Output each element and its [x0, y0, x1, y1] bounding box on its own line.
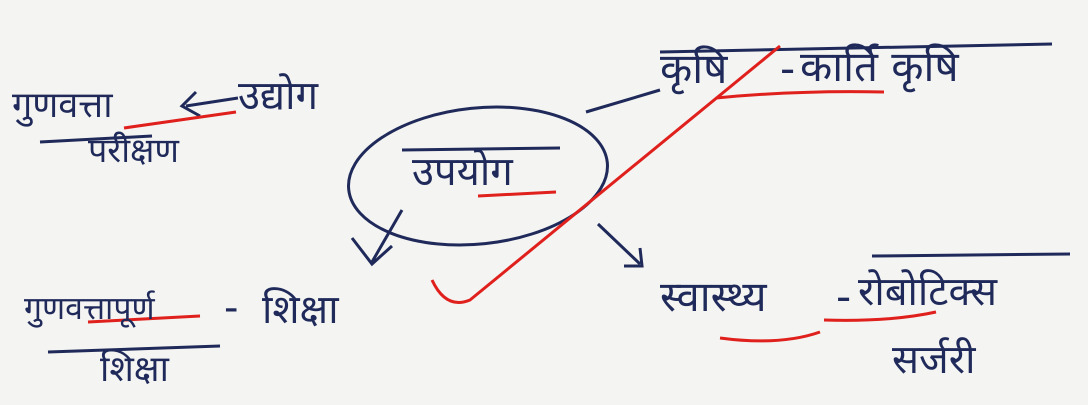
red-underline-industry — [123, 110, 237, 130]
red-check-mark — [430, 44, 781, 304]
agriculture-overline — [659, 42, 1053, 54]
health-detail: रोबोटिक्स — [858, 269, 998, 315]
health-label: स्वास्थ्य — [660, 272, 767, 321]
education-label: शिक्षा — [262, 287, 339, 333]
agriculture-label: कृषि — [660, 44, 728, 93]
arrow-industry — [179, 90, 239, 118]
red-underline-education — [87, 314, 201, 324]
education-dash: - — [224, 285, 239, 331]
center-ellipse — [347, 105, 609, 247]
industry-note-2: परीक्षण — [88, 131, 179, 171]
health-dash: - — [836, 272, 852, 321]
industry-label: उद्योग — [238, 73, 318, 119]
education-note-underline — [47, 344, 221, 354]
red-underline-health-2 — [823, 310, 937, 322]
education-note-2: शिक्षा — [100, 349, 169, 390]
arrow-health — [596, 222, 644, 268]
education-note: गुणवत्तापूर्ण — [24, 289, 155, 327]
red-underline-center — [477, 190, 557, 198]
health-detail-2: सर्जरी — [892, 337, 976, 383]
industry-note: गुणवत्ता — [12, 85, 113, 126]
connector-agriculture — [585, 88, 661, 114]
agriculture-detail: कार्ति कृषि — [800, 42, 959, 91]
arrow-education — [350, 209, 404, 267]
center-underline — [401, 146, 561, 152]
health-overline — [871, 252, 1071, 258]
red-underline-health — [719, 330, 821, 343]
industry-note-underline — [39, 134, 153, 144]
agriculture-dash: - — [780, 44, 796, 93]
red-underline-agriculture — [715, 90, 885, 100]
center-label: उपयोग — [412, 149, 513, 195]
